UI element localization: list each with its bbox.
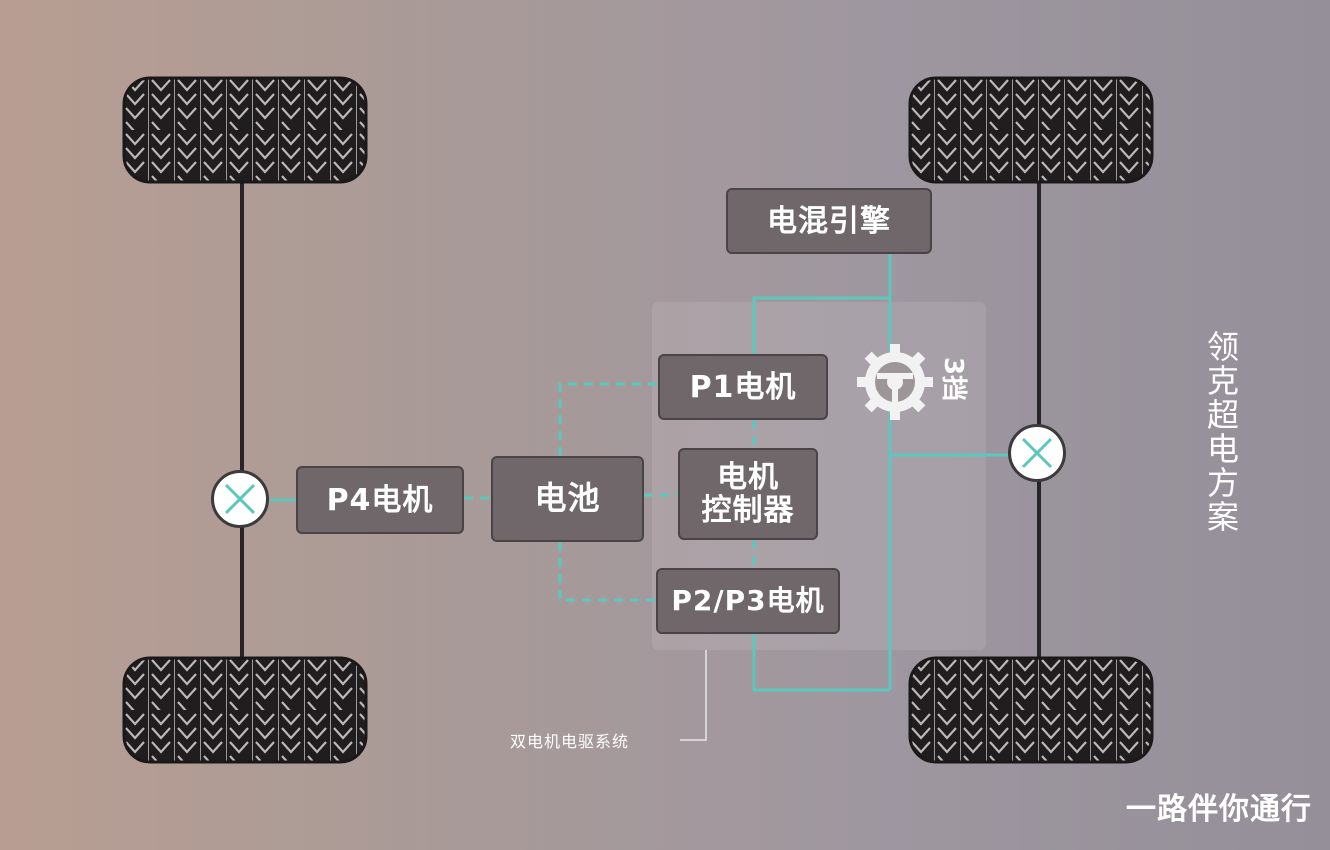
p1-motor-label: P1电机 (689, 369, 797, 405)
gearbox-icon (857, 344, 933, 420)
motor-controller-label-line2: 控制器 (701, 493, 795, 528)
p4-motor-label: P4电机 (326, 482, 434, 518)
watermark: 一路伴你通行 (1126, 792, 1312, 827)
engine-box: 电混引擎 (726, 188, 932, 254)
motor-controller-label-line1: 电机 (717, 460, 779, 495)
front-axle (1037, 170, 1041, 670)
front-differential-icon (1008, 424, 1066, 482)
diagram-title: 领克超电方案 (1202, 330, 1240, 534)
p4-motor-box: P4电机 (296, 466, 464, 534)
rear-differential-icon (211, 470, 269, 528)
battery-box: 电池 (491, 456, 644, 542)
rear-left-tire (122, 76, 368, 184)
p2-p3-motor-label: P2/P3电机 (671, 583, 825, 617)
gearbox-label: 3挡 (938, 357, 968, 402)
p1-motor-box: P1电机 (658, 354, 828, 420)
front-left-tire (908, 76, 1154, 184)
engine-label: 电混引擎 (767, 203, 891, 239)
subsystem-label: 双电机电驱系统 (510, 732, 630, 751)
rear-axle (240, 170, 244, 670)
rear-right-tire (122, 656, 368, 764)
battery-label: 电池 (534, 479, 601, 518)
front-right-tire (908, 656, 1154, 764)
p2-p3-motor-box: P2/P3电机 (656, 568, 840, 634)
motor-controller-box: 电机 控制器 (678, 448, 818, 540)
